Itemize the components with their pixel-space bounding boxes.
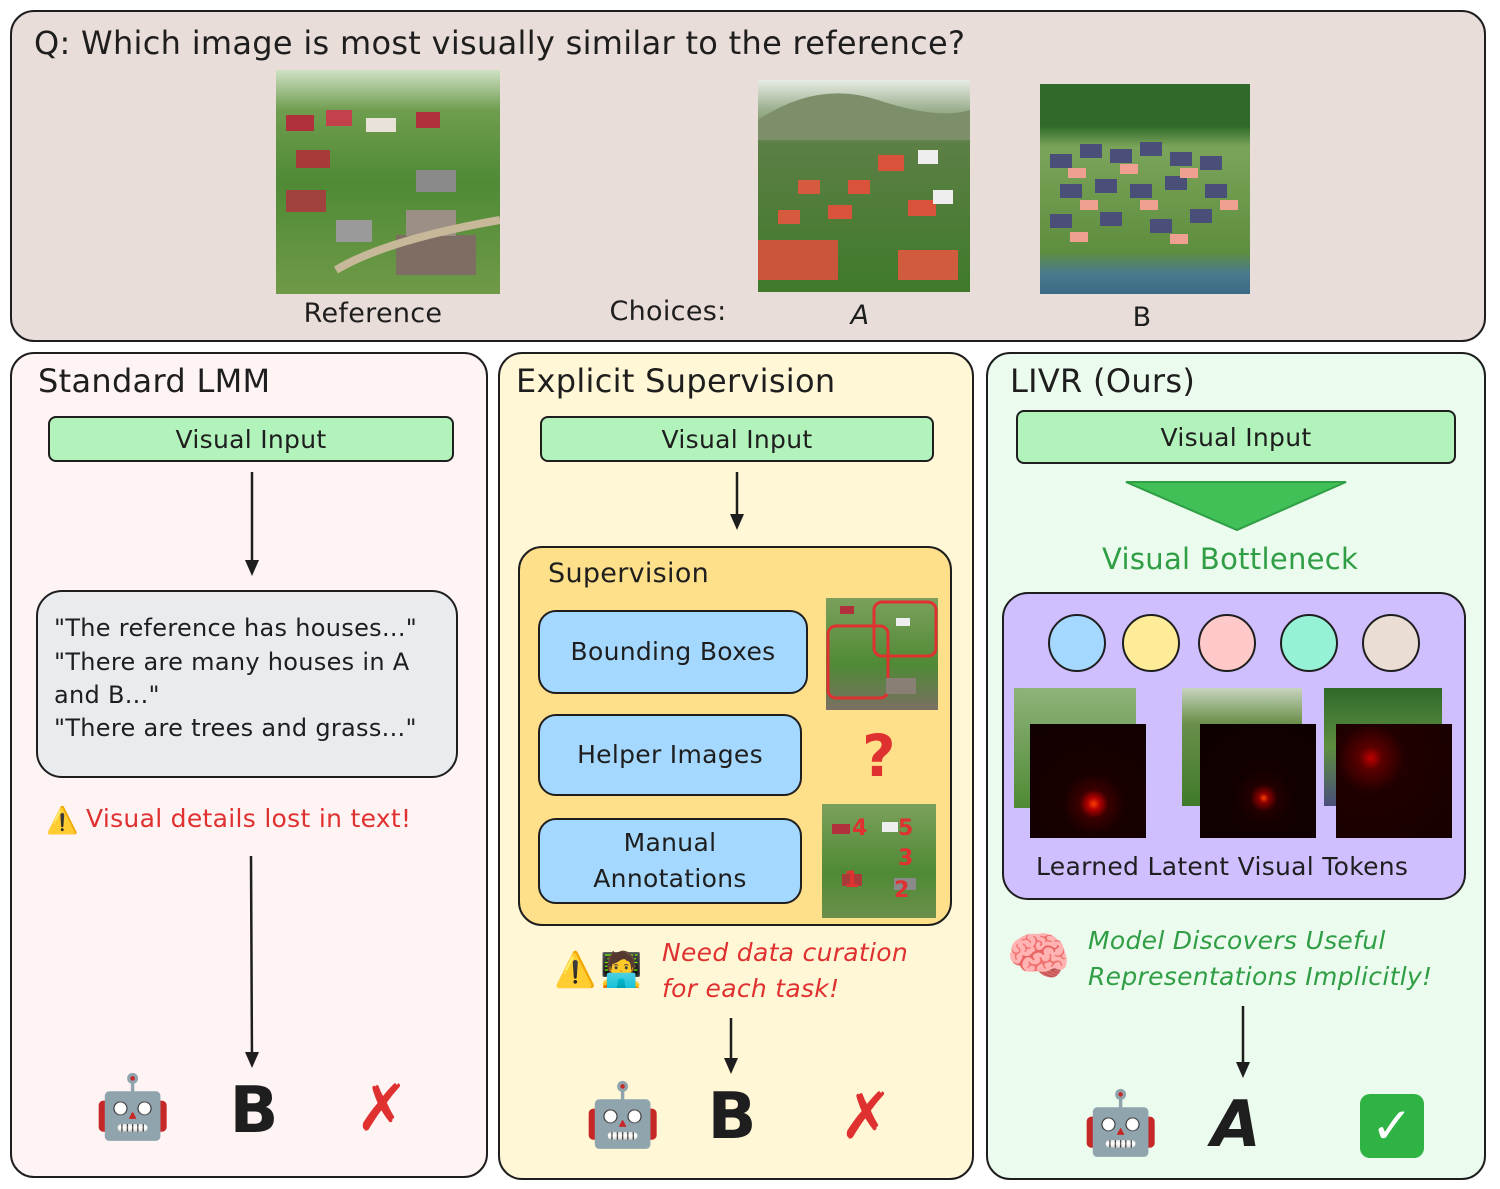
standard-text-line-2: "There are many houses in A <box>54 648 410 676</box>
choice-b-label: B <box>1132 302 1152 333</box>
cross-icon: ✗ <box>839 1080 893 1154</box>
choice-a-image[interactable] <box>758 80 970 292</box>
standard-visual-input: Visual Input <box>48 416 454 462</box>
robot-icon: 🤖 <box>584 1078 662 1151</box>
check-icon: ✓ <box>1360 1094 1424 1158</box>
supervision-title: Supervision <box>548 558 710 589</box>
reference-label: Reference <box>303 298 443 329</box>
choice-b-scene <box>1050 142 1238 244</box>
livr-discover-line-1: Model Discovers Useful <box>1088 926 1386 955</box>
annotation-number-3: 3 <box>898 846 914 871</box>
check-mark: ✓ <box>1371 1097 1413 1155</box>
reference-heatmap <box>1030 724 1146 838</box>
annotation-number-2: 2 <box>894 878 910 903</box>
reference-scene <box>286 110 500 275</box>
standard-answer: B <box>229 1074 279 1148</box>
annotation-overlay <box>832 822 916 890</box>
bounding-boxes-item: Bounding Boxes <box>538 610 808 694</box>
standard-warning: Visual details lost in text! <box>86 804 412 833</box>
latent-tokens-label: Learned Latent Visual Tokens <box>1036 852 1409 881</box>
robot-icon: 🤖 <box>1082 1086 1160 1159</box>
latent-token-5 <box>1362 614 1420 672</box>
warning-icon: ⚠️ <box>554 950 597 990</box>
explicit-title: Explicit Supervision <box>516 362 836 400</box>
explicit-warning-line-1: Need data curation <box>662 938 909 967</box>
bbox-overlay <box>826 600 938 700</box>
annotation-number-4: 4 <box>852 816 868 841</box>
cross-icon: ✗ <box>355 1072 409 1146</box>
choice-a-label: A <box>850 300 870 331</box>
latent-token-1 <box>1048 614 1106 672</box>
latent-token-4 <box>1280 614 1338 672</box>
standard-lmm-title: Standard LMM <box>38 362 271 400</box>
choices-label: Choices: <box>609 296 727 327</box>
helper-images-item: Helper Images <box>538 714 802 796</box>
standard-text-box <box>36 590 458 778</box>
standard-text-line-4: "There are trees and grass..." <box>54 714 417 742</box>
annotation-number-1: 1 <box>844 868 860 893</box>
bbox-thumbnail <box>826 598 938 710</box>
reference-image <box>276 70 500 294</box>
latent-token-3 <box>1198 614 1256 672</box>
visual-bottleneck-label: Visual Bottleneck <box>1102 542 1359 576</box>
choice-a-heatmap <box>1200 724 1316 838</box>
livr-title: LIVR (Ours) <box>1010 362 1196 400</box>
technologist-icon: 🧑‍💻 <box>600 950 643 990</box>
annotation-thumbnail: 1 2 3 4 5 <box>822 804 936 918</box>
choice-a-scene <box>758 93 970 280</box>
explicit-answer: B <box>707 1080 757 1154</box>
livr-visual-input: Visual Input <box>1016 410 1456 464</box>
manual-annotations-item: Manual Annotations <box>538 818 802 904</box>
brain-icon: 🧠 <box>1006 927 1071 987</box>
explicit-visual-input: Visual Input <box>540 416 934 462</box>
livr-discover-line-2: Representations Implicitly! <box>1088 962 1433 991</box>
annotation-number-5: 5 <box>898 816 914 841</box>
choice-b-heatmap <box>1336 724 1452 838</box>
warning-icon: ⚠️ <box>46 806 79 836</box>
robot-icon: 🤖 <box>94 1070 172 1143</box>
explicit-warning-line-2: for each task! <box>662 974 840 1003</box>
livr-answer: A <box>1211 1088 1261 1162</box>
question-mark: ? <box>862 722 896 790</box>
question-text: Q: Which image is most visually similar … <box>34 24 966 62</box>
choice-b-image[interactable] <box>1040 84 1250 294</box>
latent-token-2 <box>1122 614 1180 672</box>
standard-text-line-1: "The reference has houses..." <box>54 614 418 642</box>
standard-text-line-3: and B..." <box>54 681 160 709</box>
